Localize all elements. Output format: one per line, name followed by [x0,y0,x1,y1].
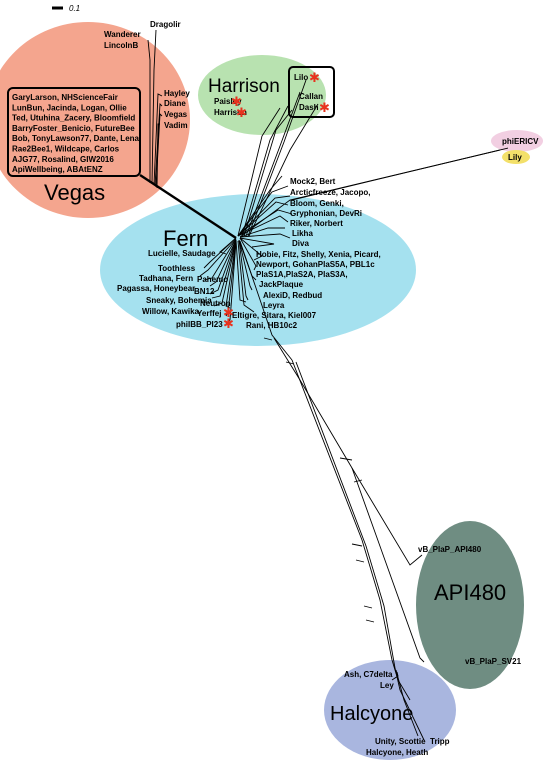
vegas-highlight-box [7,87,141,177]
leaf-label-hayley: Hayley [164,89,190,98]
leaf-label-pahemo: Pahemo [197,275,228,284]
star-marker-phiibb: ✱ [223,317,234,332]
star-marker-paisley: ✱ [231,95,242,110]
leaf-label-ash: Ash, C7delta [344,670,393,679]
halcyone-cluster-ellipse [324,660,456,760]
vegas-box-label: Ted, Utuhina_Zacery, Bloomfield [12,114,135,123]
fern-right-label: Leyra [263,301,285,310]
vegas-box-label: GaryLarson, NHScienceFair [12,93,118,102]
leaf-label-phiibb: phiIBB_PI23 [176,320,223,329]
vegas-cluster-label: Vegas [44,180,105,205]
leaf-label-lily: Lily [508,153,522,162]
leaf-label-toothless: Toothless [158,264,196,273]
vegas-box-label: ApiWellbeing, ABAtENZ [12,165,103,174]
vegas-box-label: Bob, TonyLawson77, Dante, Lena [12,134,140,143]
phiericv-ellipse [491,130,543,152]
leaf-label-wanderer: Wanderer [104,30,141,39]
halcyone-cluster-label: Halcyone [330,703,413,725]
leaf-label-api480: vB_PlaP_API480 [418,545,482,554]
api480-cluster-ellipse [416,521,524,689]
leaf-label-phiericv: phiERICV [502,137,539,146]
fern-right-label: Bloom, Genki, [290,199,344,208]
leaf-label-tripp: Tripp [430,737,450,746]
fern-right-label: Mock2, Bert [290,177,336,186]
api480-cluster-label: API480 [434,580,506,605]
scale-bar-label: 0.1 [69,4,80,13]
leaf-label-ley: Ley [380,681,394,690]
fern-cluster-ellipse [100,194,416,346]
fern-right-label: Hobie, Fitz, Shelly, Xenia, Picard, [256,250,381,259]
leaf-label-willow: Willow, Kawika [142,307,200,316]
leaf-label-diane: Diane [164,99,186,108]
vegas-cluster-ellipse [0,22,190,218]
leaf-label-sv21: vB_PlaP_SV21 [465,657,522,666]
star-marker-yerffej: ✱ [223,306,234,321]
leaf-label-unity: Unity, Scottie [375,737,426,746]
fern-right-label: Eltigre, Sitara, Kiel007 [232,311,317,320]
leaf-label-lucielle: Lucielle, Saudage [148,249,216,258]
harrison-cluster-label: Harrison [208,76,280,97]
leaf-label-dash: Dash [299,103,319,112]
fern-right-label: Rani, HB10c2 [246,321,298,330]
fern-right-label: Gryphonian, DevRi [290,209,362,218]
leaf-label-paisley: Paisley [214,97,242,106]
vegas-box-label: AJG77, Rosalind, GIW2016 [12,155,114,164]
fern-right-label: Newport, GohanPlaS5A, PBL1c [256,260,375,269]
star-marker-harrison: ✱ [236,106,247,121]
leaf-label-tadhana: Tadhana, Fern [139,274,193,283]
fern-right-label: Likha [292,229,313,238]
fern-right-label: Riker, Norbert [290,219,343,228]
leaf-label-dragolir: Dragolir [150,20,181,29]
tree-branches [139,29,509,741]
leaf-label-halcyone: Halcyone, Heath [366,748,428,757]
harrison-highlight-box [288,66,335,118]
leaf-label-yerffej: Yerffej [197,309,221,318]
leaf-label-sneaky: Sneaky, Bohemia [146,296,212,305]
fern-right-label: AlexiD, Redbud [263,291,322,300]
vegas-box-label: Rae2Bee1, Wildcape, Carlos [12,145,120,154]
vegas-box-label: LunBun, Jacinda, Logan, Ollie [12,103,127,112]
fern-right-label: JackPlaque [259,280,304,289]
fern-right-label: Arcticfreeze, Jacopo, [290,188,370,197]
fern-right-label: PlaS1A,PlaS2A, PlaS3A, [256,270,348,279]
leaf-label-lincolnb: LincolnB [104,41,138,50]
star-marker-lilo: ✱ [309,71,320,86]
leaf-label-lilo: Lilo [294,73,308,82]
fern-right-label: Diva [292,239,309,248]
leaf-label-neutron: Neutron [200,299,231,308]
leaf-label-callan: Callan [299,92,323,101]
leaf-label-bn12: BN12 [194,287,215,296]
fern-cluster-label: Fern [163,226,208,251]
leaf-label-pagassa: Pagassa, Honeybear [117,284,195,293]
star-marker-dash: ✱ [319,101,330,116]
leaf-label-vegas: Vegas [164,110,188,119]
leaf-label-vadim: Vadim [164,121,188,130]
lily-ellipse [502,150,530,164]
leaf-label-harrison: Harrison [214,108,247,117]
vegas-box-label: BarryFoster_Benicio, FutureBee [12,124,135,133]
